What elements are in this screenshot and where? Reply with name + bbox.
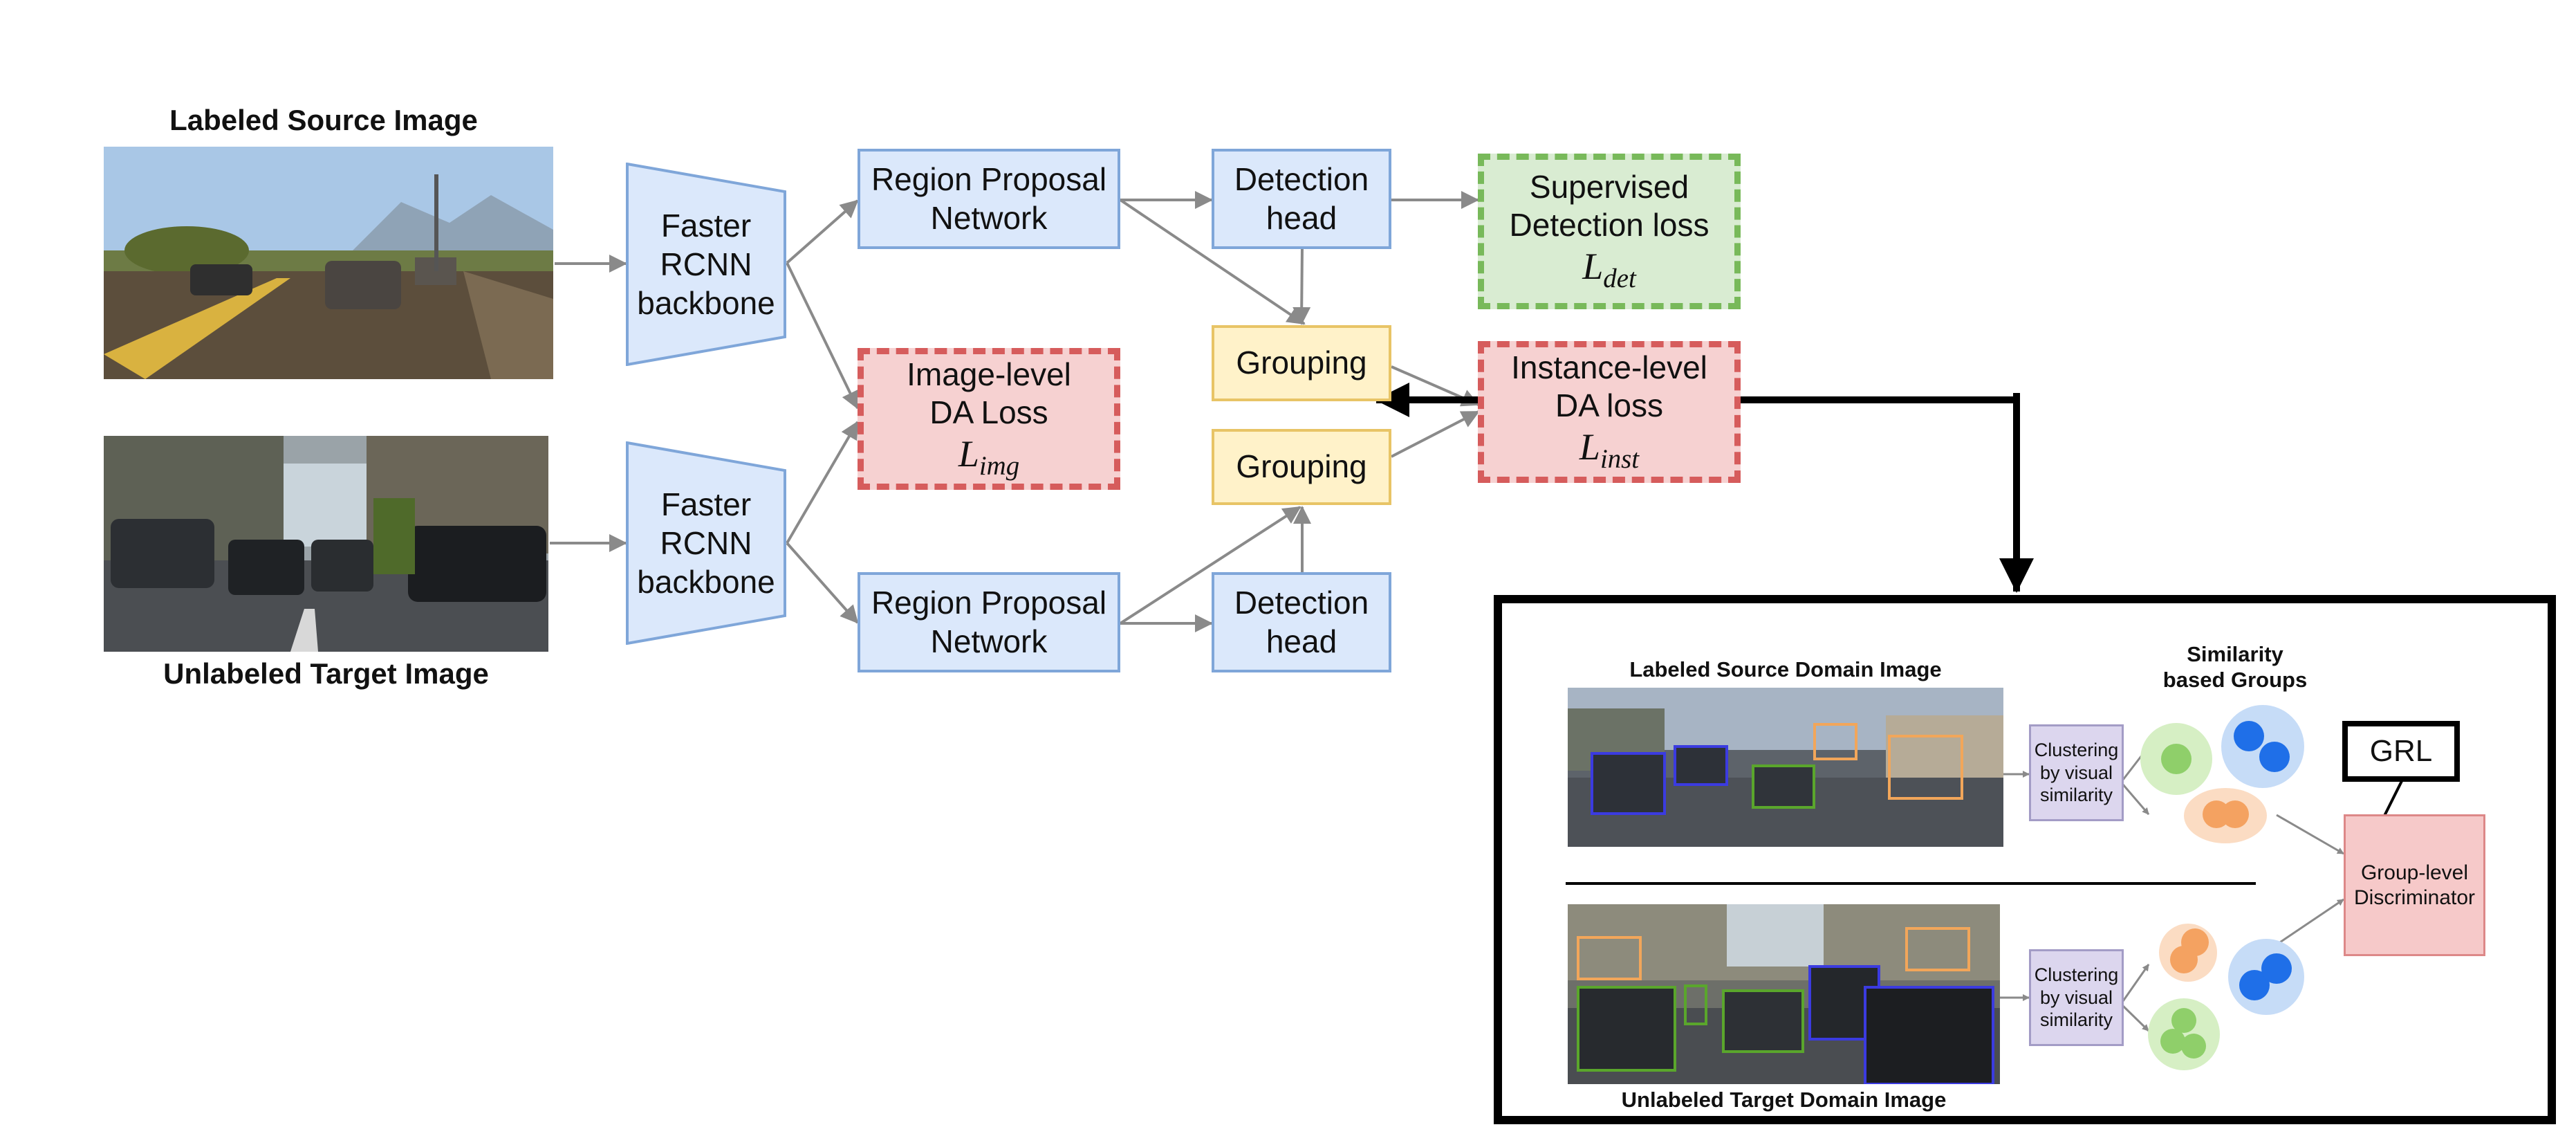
- clustering-top-line-3: similarity: [2040, 785, 2113, 806]
- clustering-top-line-1: Clustering: [2034, 740, 2119, 761]
- backbone-bottom-line-1: Faster: [660, 486, 752, 522]
- instance-level-da-loss: Instance-level DA loss Linst: [1478, 341, 1741, 483]
- grl-label: GRL: [2369, 733, 2433, 768]
- rpn-bottom-line-1: Region Proposal: [871, 585, 1107, 621]
- detection-head-top: Detection head: [1212, 149, 1391, 249]
- sup-loss-symbol-sub: det: [1603, 263, 1636, 293]
- clustering-bottom: Clustering by visual similarity: [2029, 949, 2124, 1046]
- inset-arrow-blue-to-disc: [2273, 898, 2344, 948]
- discriminator-line-1: Group-level: [2360, 861, 2469, 884]
- rpn-top-line-2: Network: [930, 199, 1048, 236]
- backbone-top-line-3: backbone: [637, 285, 775, 322]
- similarity-groups-line-1: Similarity: [2187, 642, 2283, 666]
- arrow-det-top-to-grouping: [1292, 247, 1311, 325]
- rpn-bottom-line-2: Network: [930, 623, 1048, 659]
- backbone-top: Faster RCNN backbone: [626, 163, 786, 366]
- source-orange-cluster: [2184, 788, 2267, 843]
- target-orange-cluster: [2159, 924, 2217, 982]
- target-green-cluster: [2148, 998, 2220, 1070]
- target-image: [104, 436, 548, 652]
- clustering-bottom-line-1: Clustering: [2034, 964, 2119, 986]
- group-level-discriminator: Group-level Discriminator: [2344, 814, 2485, 956]
- rpn-top: Region Proposal Network: [858, 149, 1120, 249]
- det-bottom-line-2: head: [1266, 623, 1337, 659]
- clustering-bottom-line-3: similarity: [2040, 1009, 2113, 1031]
- arrow-grouping-bottom-to-inst: [1391, 410, 1480, 458]
- img-da-line-1: Image-level: [907, 356, 1071, 392]
- inset-target-image: [1568, 904, 2000, 1084]
- arrow-backbone-bottom-to-img-da: [786, 421, 859, 544]
- inst-loss-symbol: Linst: [1579, 425, 1639, 475]
- arrow-rpn-top-to-grouping: [1119, 199, 1306, 325]
- grl-box: GRL: [2342, 721, 2460, 782]
- cluster-blobs: [2140, 705, 2304, 1070]
- supervised-detection-loss: Supervised Detection loss Ldet: [1478, 154, 1741, 309]
- arrow-backbone-top-to-img-da: [786, 262, 859, 410]
- detection-head-bottom: Detection head: [1212, 572, 1391, 672]
- inset-target-label: Unlabeled Target Domain Image: [1621, 1088, 1947, 1112]
- inset-arrow-cluster-top-to-orange: [2122, 784, 2150, 815]
- det-top-line-2: head: [1266, 199, 1337, 236]
- arrow-backbone-top-to-rpn: [786, 199, 859, 264]
- inset-arrow-cluster-bottom-to-green: [2122, 1005, 2150, 1032]
- source-image: [104, 147, 553, 379]
- sup-loss-line-2: Detection loss: [1509, 206, 1709, 243]
- grouping-top-label: Grouping: [1236, 345, 1367, 381]
- inst-loss-symbol-main: L: [1579, 425, 1600, 468]
- target-blue-cluster: [2228, 939, 2304, 1015]
- backbone-top-line-1: Faster: [660, 207, 752, 244]
- inset-arrow-cluster-bottom-to-orange: [2122, 964, 2150, 1002]
- img-da-symbol: Limg: [958, 432, 1019, 482]
- similarity-groups-line-2: based Groups: [2162, 668, 2308, 693]
- source-green-cluster: [2140, 723, 2212, 795]
- sup-loss-symbol: Ldet: [1582, 244, 1636, 295]
- source-blue-cluster: [2221, 705, 2304, 788]
- source-image-label: Labeled Source Image: [169, 104, 478, 136]
- image-level-da-loss: Image-level DA Loss Limg: [858, 348, 1120, 490]
- inset-source-label: Labeled Source Domain Image: [1629, 657, 1942, 681]
- arrow-backbone-bottom-to-rpn: [786, 542, 859, 624]
- sup-loss-symbol-main: L: [1582, 245, 1604, 287]
- clustering-top: Clustering by visual similarity: [2029, 724, 2124, 821]
- discriminator-line-2: Discriminator: [2353, 886, 2476, 909]
- grouping-top: Grouping: [1212, 325, 1391, 401]
- sup-loss-line-1: Supervised: [1529, 168, 1689, 205]
- inset-source-image: [1568, 688, 2003, 847]
- img-da-symbol-sub: img: [979, 450, 1020, 481]
- inset-arrow-orange-to-disc: [2276, 814, 2344, 855]
- inst-loss-line-1: Instance-level: [1511, 349, 1707, 385]
- inst-loss-line-2: DA loss: [1555, 387, 1663, 423]
- grouping-bottom: Grouping: [1212, 429, 1391, 505]
- backbone-bottom: Faster RCNN backbone: [626, 441, 786, 645]
- backbone-top-line-2: RCNN: [660, 246, 752, 282]
- img-da-line-2: DA Loss: [929, 394, 1048, 430]
- backbone-bottom-line-2: RCNN: [660, 524, 752, 561]
- det-bottom-line-1: Detection: [1234, 585, 1369, 621]
- img-da-symbol-main: L: [958, 432, 979, 475]
- similarity-groups-label: Similarity based Groups: [2145, 641, 2325, 693]
- arrow-rpn-bottom-to-grouping: [1119, 506, 1301, 625]
- det-top-line-1: Detection: [1234, 161, 1369, 198]
- inst-loss-symbol-sub: inst: [1600, 443, 1640, 474]
- target-image-label: Unlabeled Target Image: [163, 657, 489, 690]
- rpn-bottom: Region Proposal Network: [858, 572, 1120, 672]
- rpn-top-line-1: Region Proposal: [871, 161, 1107, 198]
- clustering-top-line-2: by visual: [2039, 762, 2113, 783]
- clustering-bottom-line-2: by visual: [2039, 987, 2113, 1008]
- backbone-bottom-line-3: backbone: [637, 564, 775, 601]
- group-level-inset: Labeled Source Domain Image: [1494, 595, 2556, 1124]
- grouping-bottom-label: Grouping: [1236, 448, 1367, 485]
